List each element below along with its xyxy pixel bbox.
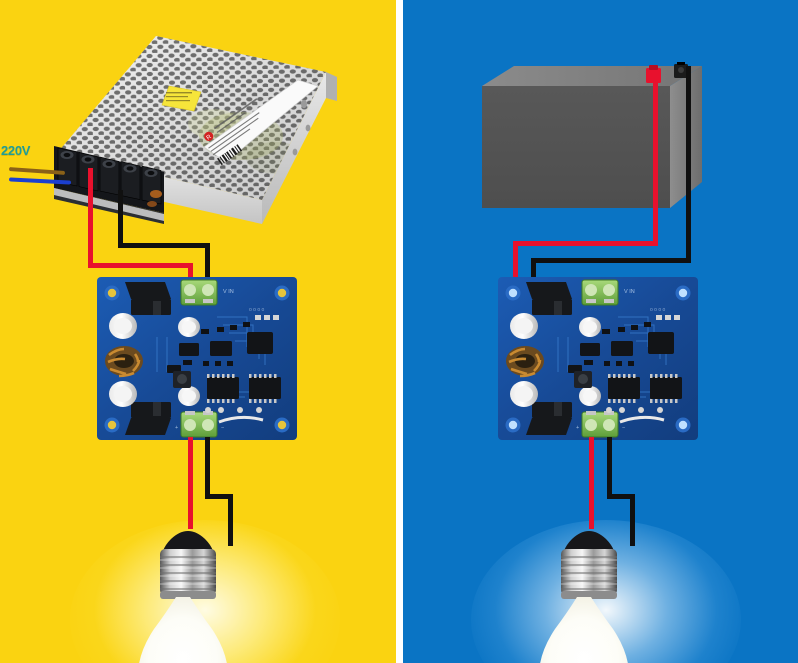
incandescent-light-bulb (110, 505, 300, 663)
ac-mains-panel: R (0, 0, 396, 663)
switching-power-supply: R (36, 28, 366, 243)
psu-negative-wire-h (118, 243, 210, 248)
svg-text:−: − (622, 425, 625, 431)
output-terminal-block (581, 411, 619, 438)
bulb-negative-wire-v1 (205, 437, 210, 499)
buck-boost-converter-board: V IN + − o o o o (498, 277, 698, 440)
psu-positive-wire-h (88, 263, 193, 268)
toroid-inductor (506, 346, 544, 378)
dc-battery-panel: V IN + − o o o o (403, 0, 798, 663)
bulb-negative-wire-v2 (630, 494, 635, 546)
svg-text:R: R (206, 134, 214, 142)
bulb-negative-wire-v2 (228, 494, 233, 546)
battery-negative-wire-v2 (531, 258, 536, 287)
psu-negative-wire-v2 (205, 243, 210, 287)
incandescent-light-bulb (511, 505, 701, 663)
battery-positive-wire-h (513, 241, 658, 246)
output-terminal-block (180, 411, 218, 438)
svg-text:o o o o: o o o o (249, 307, 265, 313)
svg-text:+: + (576, 425, 579, 431)
input-terminal-block (180, 279, 218, 306)
panel-divider (396, 0, 403, 663)
bulb-glass (540, 597, 628, 663)
psu-positive-wire-v2 (188, 263, 193, 287)
svg-text:V IN: V IN (223, 289, 234, 295)
bulb-screw-base (561, 549, 617, 599)
bulb-negative-wire-h (607, 494, 635, 499)
bulb-positive-wire (589, 437, 594, 529)
toroid-inductor (105, 346, 143, 378)
battery-positive-wire-v2 (513, 241, 518, 287)
psu-negative-wire-v1 (118, 190, 123, 248)
battery (478, 62, 738, 230)
mains-voltage-label: 220V (1, 143, 31, 158)
battery-negative-wire-h (531, 258, 691, 263)
svg-text:o o o o: o o o o (650, 307, 666, 313)
bulb-screw-base (160, 549, 216, 599)
svg-text:+: + (175, 425, 178, 431)
svg-text:−: − (221, 425, 224, 431)
battery-positive-wire-v1 (653, 74, 658, 246)
battery-negative-terminal (674, 62, 688, 78)
svg-text:V IN: V IN (624, 289, 635, 295)
input-terminal-block (581, 279, 619, 306)
bulb-positive-wire (188, 437, 193, 529)
bulb-negative-wire-h (205, 494, 233, 499)
buck-boost-converter-board: V IN + − o o o o (97, 277, 297, 440)
bulb-glass (139, 597, 227, 663)
battery-negative-wire-v1 (686, 66, 691, 263)
bulb-negative-wire-v1 (607, 437, 612, 499)
psu-positive-wire-v1 (88, 168, 93, 268)
